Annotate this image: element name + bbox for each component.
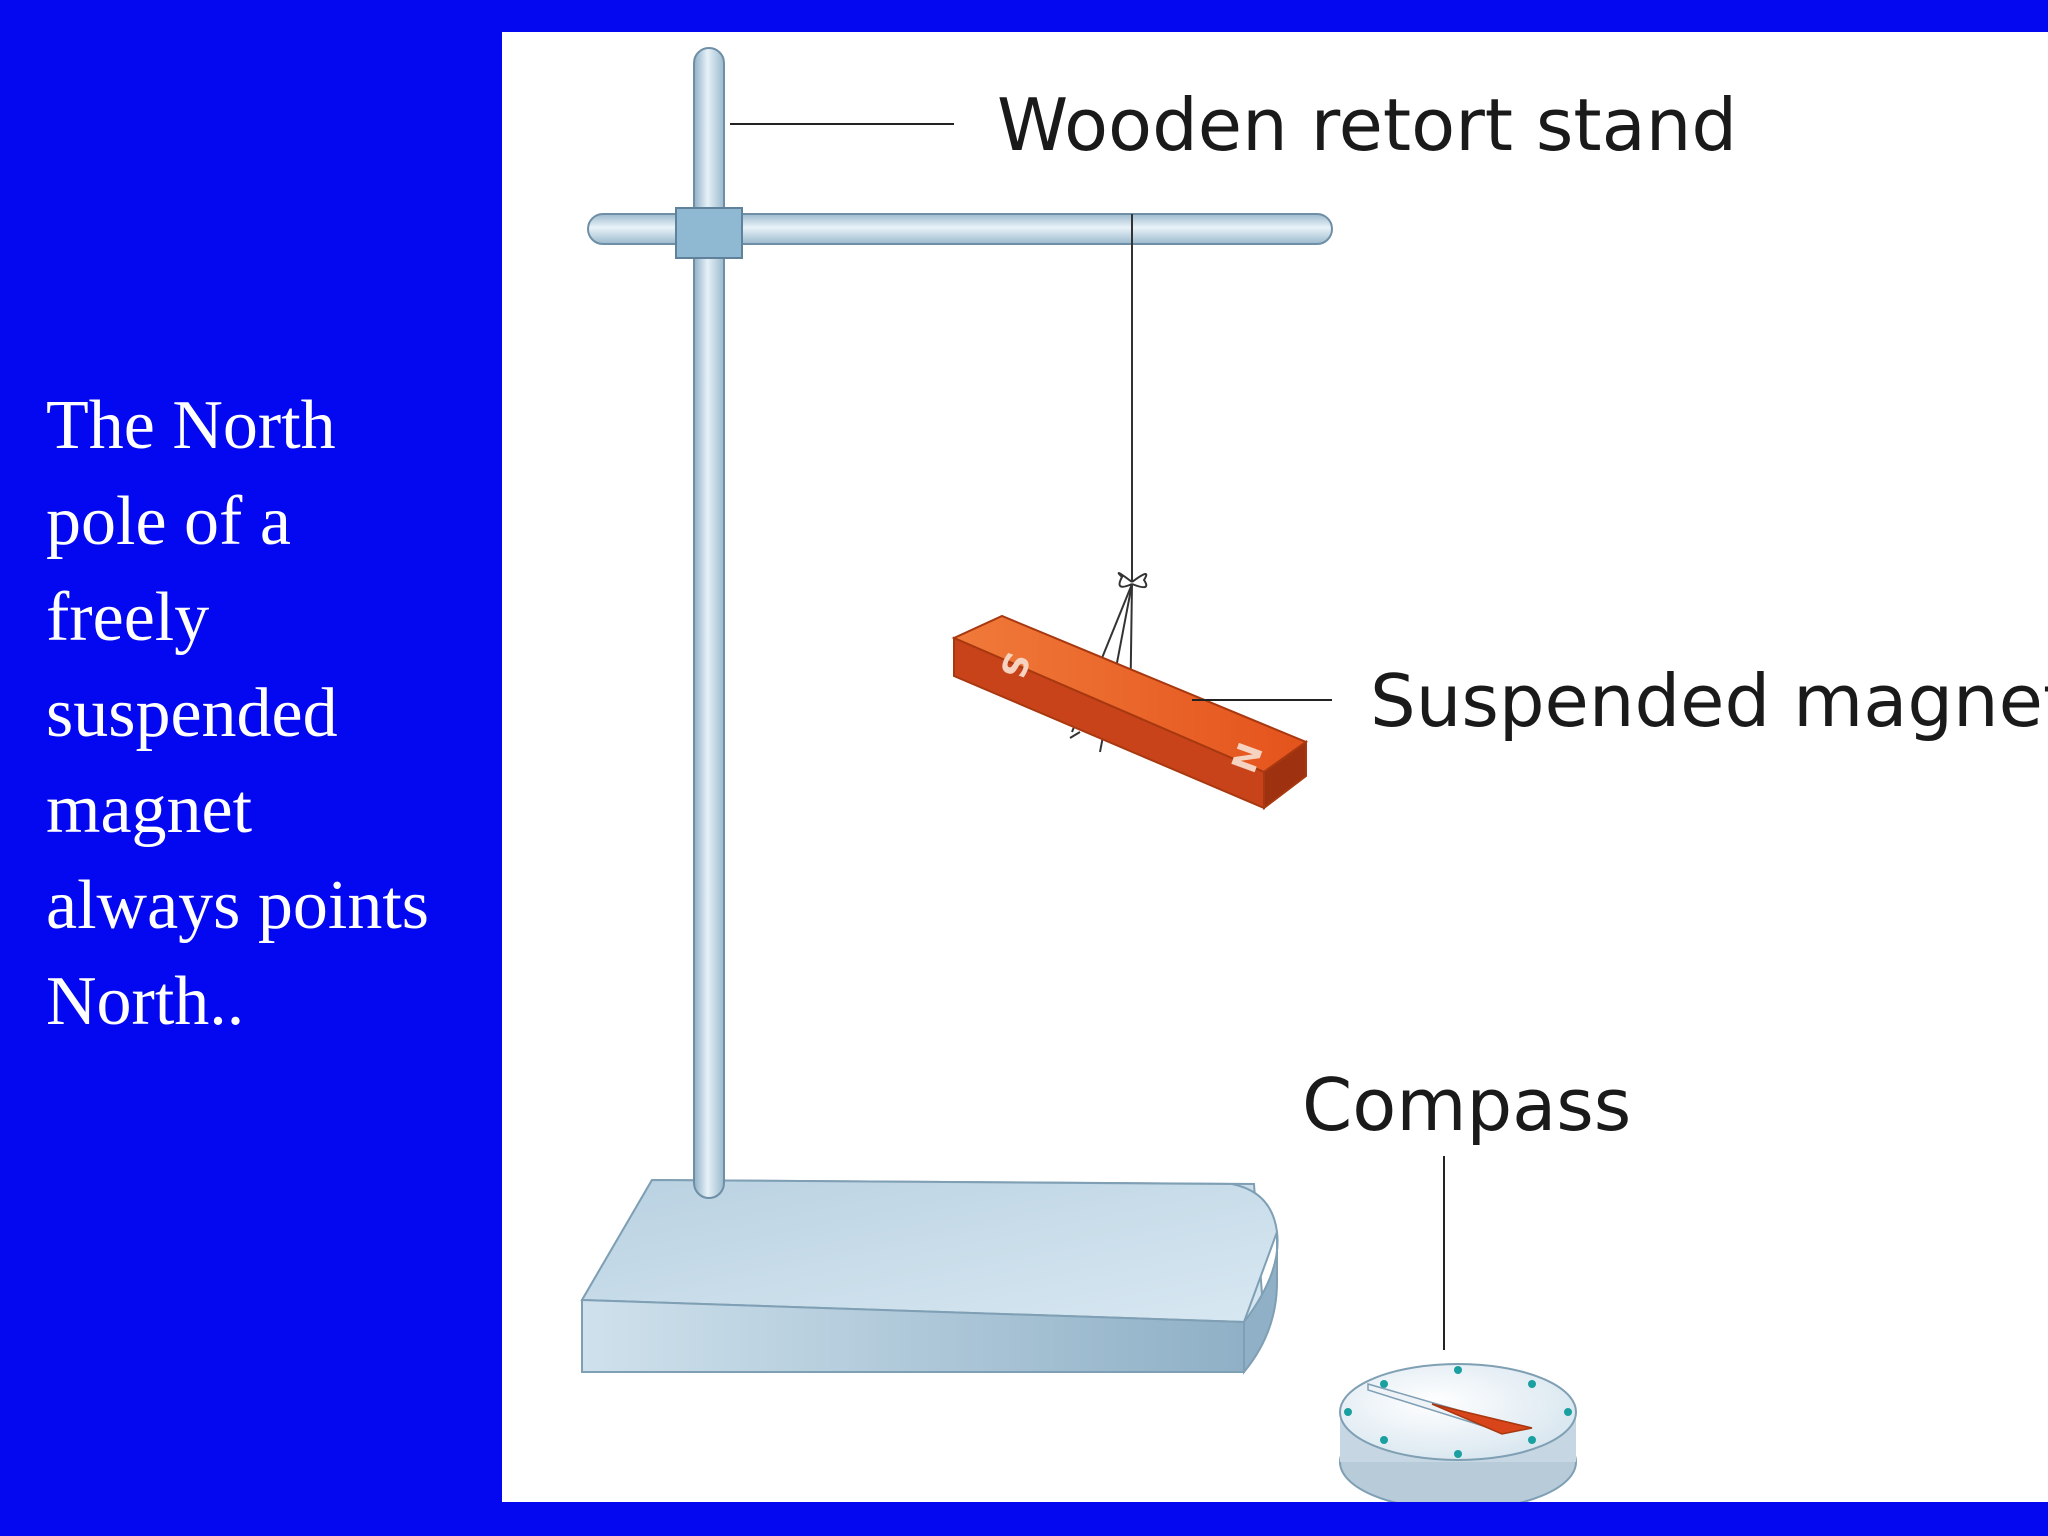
caption-line: The North <box>46 387 336 464</box>
caption-text: The North pole of a freely suspended mag… <box>46 378 486 1050</box>
caption-line: North.. <box>46 963 245 1040</box>
caption-line: pole of a <box>46 483 291 560</box>
stand-rod <box>693 47 725 1199</box>
compass-label: Compass <box>1302 1063 1631 1147</box>
caption-line: always points <box>46 867 430 944</box>
compass <box>1339 1363 1577 1502</box>
retort-stand-diagram: S N <box>580 47 2048 1502</box>
compass-needle-north <box>1431 1403 1533 1435</box>
caption-line: suspended <box>46 675 338 752</box>
stand-arm <box>587 207 1333 259</box>
stand-label: Wooden retort stand <box>997 83 1737 167</box>
clamp-boss <box>675 207 743 259</box>
leader-lines <box>730 123 1445 1350</box>
stand-base <box>580 1178 1279 1375</box>
bar-magnet: S N <box>951 614 1309 811</box>
caption-line: freely <box>46 579 210 656</box>
magnet-label: Suspended magnet <box>1370 659 2048 743</box>
caption-line: magnet <box>46 771 253 848</box>
diagram-panel: S N <box>502 32 2048 1502</box>
